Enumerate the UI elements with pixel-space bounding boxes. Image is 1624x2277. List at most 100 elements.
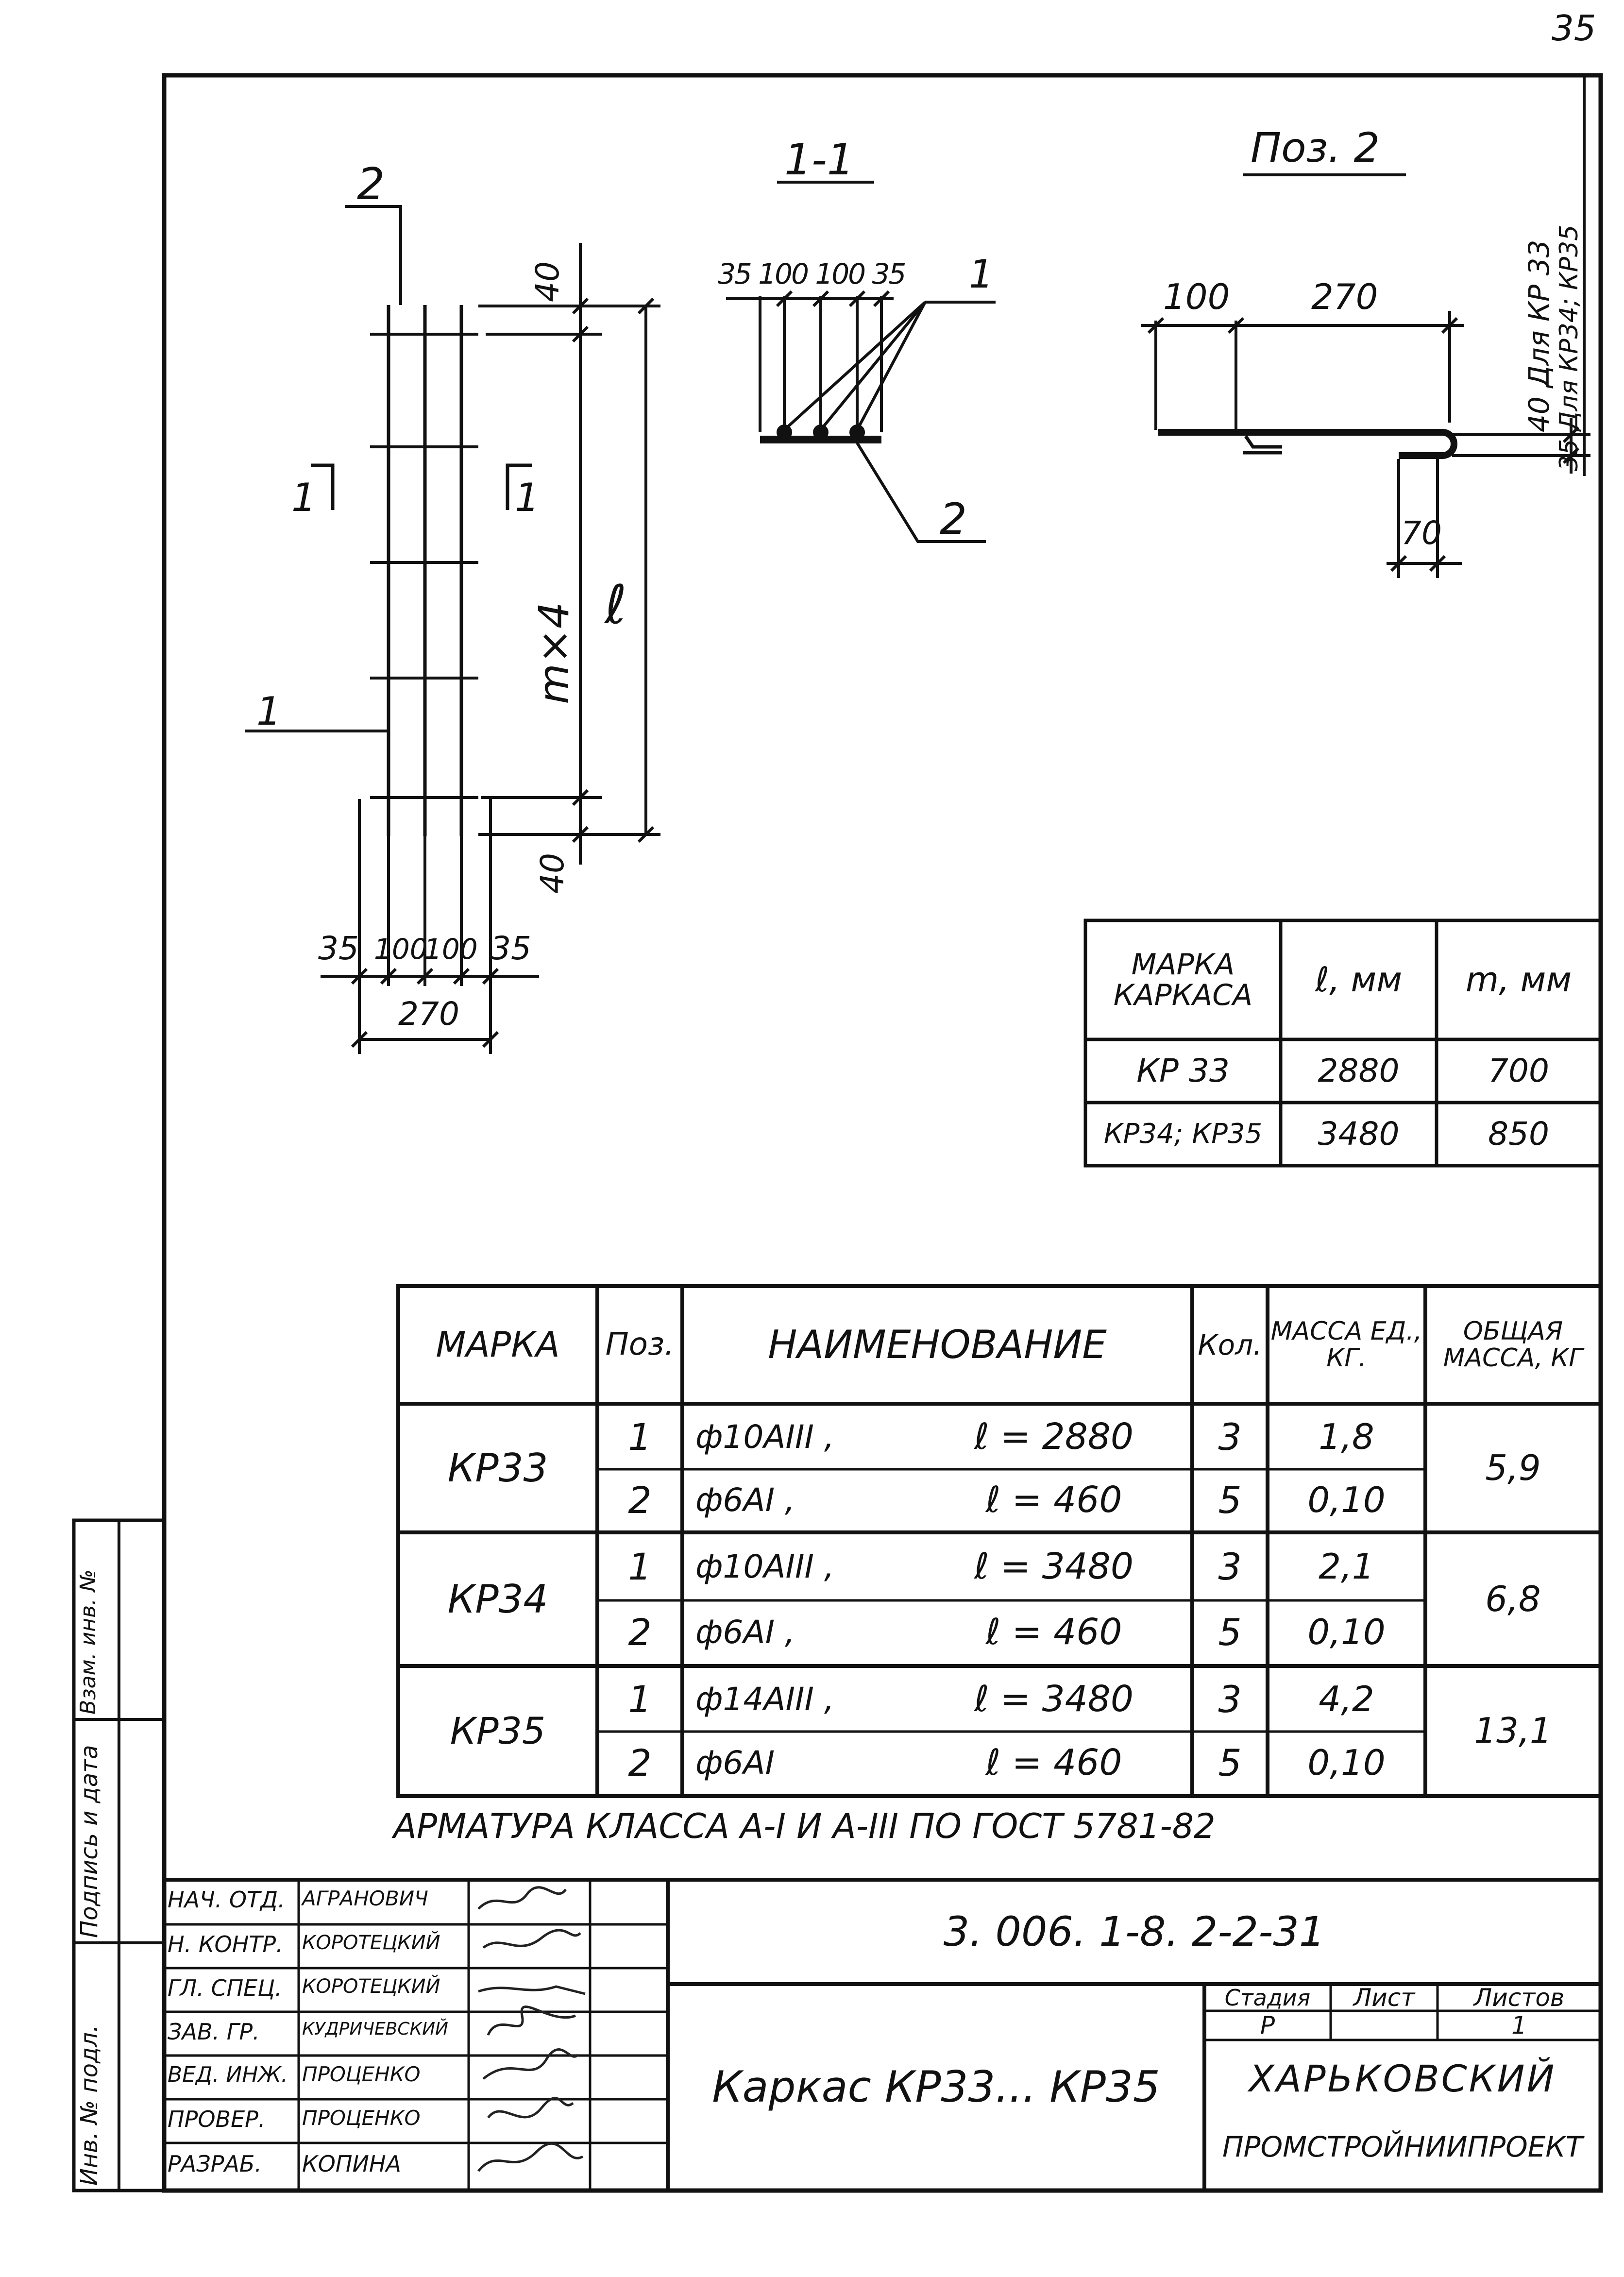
spec-kr35-pos1: 1 [628,1678,652,1721]
staff-name-7: КОПИНА [302,2151,401,2177]
staff-role-7: РАЗРАБ. [168,2151,262,2177]
staff-name-2: КОРОТЕЦКИЙ [302,1932,440,1954]
staff-role-3: ГЛ. СПЕЦ. [168,1975,282,2001]
spec-kr33-qty1: 3 [1218,1415,1242,1459]
side-stamp-inventory: Инв. № подл. [76,2024,103,2186]
spec-header-qty: Кол. [1198,1328,1262,1361]
spec-kr34-mass2: 0,10 [1307,1612,1386,1653]
spec-kr34-name1: ф10АIII , [695,1548,834,1586]
spec-kr34-pos2: 2 [628,1611,652,1654]
dims-header-m: m, мм [1465,959,1572,1000]
spec-mark-kr33: КР33 [447,1445,548,1491]
spec-kr33-mass1: 1,8 [1319,1416,1374,1458]
staff-name-1: АГРАНОВИЧ [302,1886,428,1910]
spec-kr35-qty1: 3 [1218,1678,1242,1721]
spec-kr33-len1: ℓ = 2880 [974,1416,1133,1458]
spec-kr35-qty2: 5 [1218,1741,1242,1785]
spec-mark-kr34: КР34 [447,1576,548,1622]
spec-kr34-len2: ℓ = 460 [985,1611,1122,1653]
staff-role-5: ВЕД. ИНЖ. [168,2062,288,2087]
signature-scribbles [477,1886,586,2172]
dimension-100-b: 100 [424,933,478,966]
staff-role-2: Н. КОНТР. [168,1931,283,1957]
dimension-35-right: 35 [491,930,531,967]
section-title: 1-1 [784,135,854,185]
dims-header-length: ℓ, мм [1315,959,1403,1000]
spec-kr34-name2: ф6АI , [695,1614,795,1651]
dims-row1-length: 2880 [1318,1052,1400,1090]
spec-total-kr34: 6,8 [1485,1578,1541,1619]
dims-row2-length: 3480 [1318,1115,1400,1153]
spec-header-total-mass: ОБЩАЯ МАССА, КГ [1443,1317,1583,1373]
dimension-270: 270 [398,995,459,1033]
page-number: 35 [1552,8,1596,49]
drawing-name: Каркас КР33... КР35 [712,2062,1160,2112]
pos2-dimension-70: 70 [1401,514,1442,552]
spec-kr35-mass2: 0,10 [1307,1742,1386,1784]
dimension-m-x4: m×4 [530,602,578,704]
spec-kr33-pos1: 1 [628,1415,652,1459]
dimension-length-l: ℓ [605,574,627,636]
reinforcement-note: АРМАТУРА КЛАССА А-I И А-III ПО ГОСТ 5781… [393,1806,1216,1846]
spec-kr33-pos2: 2 [628,1478,652,1522]
staff-name-6: ПРОЦЕНКО [302,2106,421,2130]
section-label-1: 1 [969,252,994,297]
sheet-label: Лист [1353,1983,1415,2012]
organization-line-1: ХАРЬКОВСКИЙ [1249,2057,1556,2101]
spec-kr33-len2: ℓ = 460 [985,1479,1122,1521]
pos2-title: Поз. 2 [1251,124,1380,171]
document-code: 3. 006. 1-8. 2-2-31 [943,1908,1325,1956]
spec-header-name: НАИМЕНОВАНИЕ [768,1322,1107,1367]
spec-header-unit-mass: МАССА ЕД., КГ. [1270,1317,1422,1373]
spec-kr33-mass2: 0,10 [1307,1479,1386,1521]
spec-kr35-name1: ф14АIII , [695,1681,834,1718]
spec-kr35-len1: ℓ = 3480 [974,1678,1133,1720]
side-stamp-signature: Подпись и дата [76,1745,103,1938]
section-dimensions: 35 100 100 35 [718,257,906,290]
pos2-dimension-100: 100 [1163,276,1230,317]
spec-header-pos: Поз. [605,1326,675,1363]
dimension-bottom-40: 40 [534,853,571,894]
staff-role-1: НАЧ. ОТД. [168,1886,285,1913]
spec-kr35-pos2: 2 [628,1741,652,1785]
stage-label: Стадия [1224,1984,1311,2011]
staff-name-3: КОРОТЕЦКИЙ [302,1975,440,1998]
spec-total-kr35: 13,1 [1474,1710,1552,1751]
organization-line-2: ПРОМСТРОЙНИИПРОЕКТ [1222,2130,1583,2163]
spec-kr34-mass1: 2,1 [1319,1546,1374,1587]
spec-mark-kr35: КР35 [450,1709,546,1753]
staff-role-4: ЗАВ. ГР. [168,2019,260,2045]
spec-kr34-qty2: 5 [1218,1611,1242,1654]
side-stamp-replaces: Взам. инв. № [76,1569,101,1715]
section-label-2: 2 [940,494,967,544]
sheets-value: 1 [1511,2011,1527,2039]
dims-row2-mark: КР34; КР35 [1103,1118,1263,1150]
dimension-100-a: 100 [374,933,428,966]
position-label-1: 1 [256,689,281,734]
spec-header-mark: МАРКА [436,1324,560,1365]
section-mark-right: 1 [515,475,540,520]
spec-kr33-qty2: 5 [1218,1478,1242,1522]
sheets-label: Листов [1473,1983,1565,2012]
dimension-35-left: 35 [318,930,359,967]
staff-name-5: ПРОЦЕНКО [302,2062,421,2086]
spec-kr34-pos1: 1 [628,1545,652,1589]
spec-kr35-mass1: 4,2 [1319,1679,1374,1720]
dims-row2-m: 850 [1488,1115,1549,1153]
pos2-dimension-270: 270 [1311,276,1378,317]
spec-total-kr33: 5,9 [1485,1447,1541,1488]
spec-kr33-name2: ф6АI , [695,1481,795,1519]
spec-kr34-len1: ℓ = 3480 [974,1546,1133,1588]
spec-kr35-name2: ф6АI [695,1744,775,1782]
spec-kr33-name1: ф10АIII , [695,1418,834,1456]
dims-header-mark: МАРКА КАРКАСА [1113,947,1253,1012]
pos2-note-40: 40 Для КР 33 [1522,239,1556,432]
position-label-2: 2 [357,159,385,210]
pos2-note-35: 35 Для КР34; КР35 [1555,224,1584,471]
dims-row1-m: 700 [1488,1052,1549,1090]
dimension-top-40: 40 [529,261,566,302]
spec-kr35-len2: ℓ = 460 [985,1742,1122,1784]
staff-name-4: КУДРИЧЕВСКИЙ [302,2019,448,2039]
stage-value: Р [1260,2011,1275,2039]
